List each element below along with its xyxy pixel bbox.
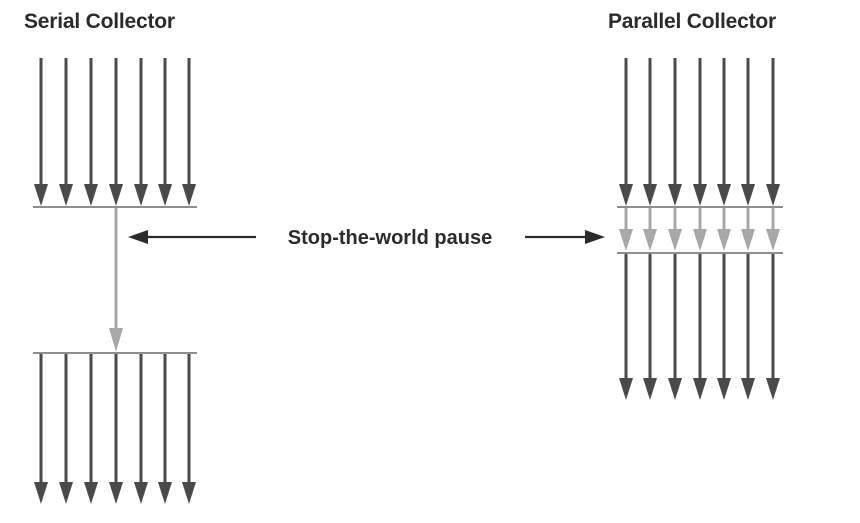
- arrow-head: [34, 184, 48, 206]
- arrow-head: [643, 229, 657, 251]
- arrow-head: [158, 482, 172, 504]
- arrow-head: [109, 328, 123, 352]
- app-thread-arrow-after-4: [693, 254, 707, 400]
- app-thread-arrow-after-3: [668, 254, 682, 400]
- arrow-head: [741, 184, 755, 206]
- app-thread-arrow-after-1: [34, 354, 48, 504]
- app-thread-arrow-after-6: [158, 354, 172, 504]
- arrow-head: [84, 184, 98, 206]
- arrow-head: [128, 230, 148, 244]
- arrow-head: [34, 482, 48, 504]
- parallel-gc-thread-arrow-7: [766, 208, 780, 251]
- app-thread-arrow-before-2: [59, 58, 73, 206]
- arrow-head: [693, 184, 707, 206]
- serial-gc-thread-arrow: [109, 208, 123, 352]
- arrow-head: [717, 184, 731, 206]
- app-thread-arrow-after-3: [84, 354, 98, 504]
- app-thread-arrow-after-7: [182, 354, 196, 504]
- app-thread-arrow-before-4: [109, 58, 123, 206]
- arrow-head: [741, 378, 755, 400]
- parallel-gc-thread-arrow-6: [741, 208, 755, 251]
- arrow-head: [619, 229, 633, 251]
- arrow-head: [109, 482, 123, 504]
- arrow-head: [717, 229, 731, 251]
- serial-collector-diagram: [33, 58, 197, 504]
- arrow-head: [84, 482, 98, 504]
- parallel-collector-diagram: [617, 58, 783, 400]
- arrow-head: [182, 482, 196, 504]
- arrow-head: [643, 378, 657, 400]
- arrow-head: [134, 482, 148, 504]
- app-thread-arrow-before-1: [619, 58, 633, 206]
- app-thread-arrow-before-2: [643, 58, 657, 206]
- arrow-head: [766, 184, 780, 206]
- arrow-head: [693, 378, 707, 400]
- arrow-head: [766, 229, 780, 251]
- pause-right-arrow: [525, 230, 605, 244]
- arrow-head: [158, 184, 172, 206]
- app-thread-arrow-before-7: [766, 58, 780, 206]
- app-thread-arrow-before-3: [84, 58, 98, 206]
- arrow-head: [182, 184, 196, 206]
- parallel-gc-thread-arrow-3: [668, 208, 682, 251]
- app-thread-arrow-after-7: [766, 254, 780, 400]
- arrow-head: [668, 229, 682, 251]
- arrow-head: [619, 184, 633, 206]
- app-thread-arrow-before-7: [182, 58, 196, 206]
- parallel-gc-thread-arrow-4: [693, 208, 707, 251]
- arrow-head: [741, 229, 755, 251]
- app-thread-arrow-before-1: [34, 58, 48, 206]
- app-thread-arrow-after-2: [643, 254, 657, 400]
- app-thread-arrow-after-1: [619, 254, 633, 400]
- app-thread-arrow-after-4: [109, 354, 123, 504]
- app-thread-arrow-before-5: [717, 58, 731, 206]
- parallel-gc-thread-arrow-1: [619, 208, 633, 251]
- arrow-head: [693, 229, 707, 251]
- parallel-gc-thread-arrow-5: [717, 208, 731, 251]
- app-thread-arrow-after-2: [59, 354, 73, 504]
- parallel-gc-thread-arrow-2: [643, 208, 657, 251]
- serial-collector-title: Serial Collector: [24, 10, 175, 33]
- arrow-head: [717, 378, 731, 400]
- app-thread-arrow-before-4: [693, 58, 707, 206]
- arrow-head: [668, 378, 682, 400]
- arrow-head: [619, 378, 633, 400]
- app-thread-arrow-before-5: [134, 58, 148, 206]
- arrow-head: [643, 184, 657, 206]
- app-thread-arrow-before-6: [158, 58, 172, 206]
- arrow-head: [59, 482, 73, 504]
- arrow-head: [766, 378, 780, 400]
- arrow-head: [668, 184, 682, 206]
- app-thread-arrow-after-5: [134, 354, 148, 504]
- arrow-head: [109, 184, 123, 206]
- pause-left-arrow: [128, 230, 256, 244]
- arrow-head: [59, 184, 73, 206]
- app-thread-arrow-after-5: [717, 254, 731, 400]
- arrow-head: [134, 184, 148, 206]
- parallel-collector-title: Parallel Collector: [608, 10, 776, 33]
- arrow-head: [585, 230, 605, 244]
- app-thread-arrow-after-6: [741, 254, 755, 400]
- stop-the-world-pause-indicator: Stop-the-world pause: [128, 227, 605, 249]
- stop-the-world-pause-label: Stop-the-world pause: [288, 227, 492, 249]
- app-thread-arrow-before-6: [741, 58, 755, 206]
- app-thread-arrow-before-3: [668, 58, 682, 206]
